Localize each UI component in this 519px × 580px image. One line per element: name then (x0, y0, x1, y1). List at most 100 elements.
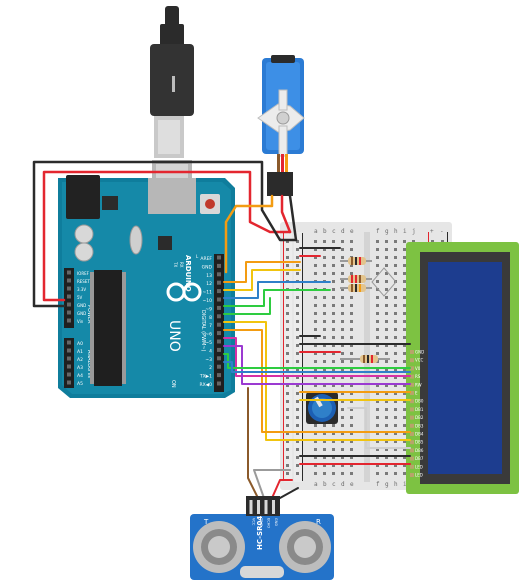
wire-pin5-magenta (223, 337, 411, 377)
sensor-pin (249, 500, 253, 514)
analog-pin-label: A0 (77, 341, 83, 347)
bb-column-label: d (341, 228, 345, 235)
power-jack (66, 175, 100, 219)
analog-pin-socket (67, 340, 71, 345)
digital-pin-label: ~11 (203, 290, 213, 296)
power-pin-socket (67, 302, 71, 307)
digital-pin-label: 13 (206, 273, 212, 279)
lcd-pin-label: LED (415, 473, 423, 478)
digital-header-label: DIGITAL (PWM~) (200, 310, 206, 352)
wire-pin10-blue (223, 281, 331, 299)
lcd-pin (410, 382, 414, 387)
arduino-logo (166, 282, 202, 302)
digital-pin-socket (217, 322, 221, 327)
lcd-pin-label: DB0 (415, 399, 424, 404)
digital-pin-label: ~9 (205, 306, 212, 312)
wire-pin4-purple (223, 345, 411, 385)
sensor-pin-label: GND (274, 518, 278, 526)
analog-pin-socket (67, 348, 71, 353)
digital-pin-socket (217, 297, 221, 302)
lcd-pin (410, 440, 414, 445)
resistor-2 (340, 275, 372, 283)
power-pin-label: GND (77, 311, 86, 316)
power-pin-label: Vin (77, 319, 84, 324)
power-pin-label: GND (77, 303, 86, 308)
digital-pin-label: 7 (209, 323, 212, 329)
wire-pin9-green (223, 289, 331, 307)
digital-pin-socket (217, 331, 221, 336)
lcd-pin (410, 448, 414, 453)
resistor-1 (340, 257, 372, 265)
power-pin-socket (67, 318, 71, 323)
digital-pin-socket (217, 381, 221, 386)
sensor-pin (272, 500, 275, 514)
bb-column-label: a (314, 481, 318, 488)
digital-pin-socket (217, 356, 221, 361)
lcd-pins: GNDVCCV0RSRWEDB0DB1DB2DB3DB4DB5DB6DB7LED… (410, 350, 424, 478)
digital-pin-label: 2 (209, 365, 212, 371)
bb-column-label: a (314, 228, 318, 235)
lcd-screen (428, 262, 502, 474)
lcd-pin (410, 358, 414, 363)
potentiometer[interactable] (306, 392, 338, 424)
sensor-pin-label: VCC (252, 518, 256, 526)
bb-column-label: b (323, 228, 327, 235)
bb-column-label: c (332, 481, 336, 488)
analog-pin-socket (67, 380, 71, 385)
power-pin-label: 3.3V (77, 287, 86, 292)
digital-pin-label: 4 (209, 348, 212, 354)
servo-motor (257, 55, 305, 196)
lcd-pin (410, 464, 414, 469)
arduino-uno-board: ARDUINO UNO DIGITAL (PWM~) POWER ANALOG … (58, 175, 235, 398)
wire-pin6-orange (223, 329, 301, 433)
digital-pin-label: ~5 (205, 340, 212, 346)
wire-pin11-yellow (223, 269, 301, 291)
lcd-pin (410, 391, 414, 395)
sensor-left-mark: T (203, 518, 209, 526)
sensor-pin (257, 500, 260, 514)
analog-pin-header (64, 338, 74, 388)
digital-pin-socket (217, 272, 221, 277)
digital-pin-label: RX◀0 (199, 382, 212, 388)
analog-header-label: ANALOG IN (86, 350, 92, 378)
wire-sensor-gray (253, 469, 291, 499)
wire-pin8-green (223, 297, 271, 315)
analog-pin-label: A5 (77, 381, 83, 387)
lcd-pin (410, 350, 414, 354)
sensor-pin-label: ECHO (267, 518, 271, 528)
lcd-pin-label: E (415, 391, 418, 396)
digital-pin-socket (217, 339, 221, 344)
power-pin-socket (67, 294, 71, 299)
rx-label: RX (179, 262, 184, 268)
analog-pin-socket (67, 364, 71, 369)
lcd-pin (410, 423, 414, 428)
lcd-pin (410, 374, 414, 379)
bb-column-label: c (332, 228, 336, 235)
wire-5v-red (42, 170, 292, 302)
bb-column-label: e (350, 481, 354, 488)
analog-pin-label: A3 (77, 365, 83, 371)
lcd-pin-label: VCC (415, 358, 424, 363)
bb-column-label: g (385, 481, 389, 488)
power-pin-socket (67, 310, 71, 315)
sensor-pin-label: TRIG (259, 517, 263, 527)
bb-column-label: e (350, 228, 354, 235)
wire-sensor-brown (247, 387, 259, 499)
lcd-pin-label: DB6 (415, 448, 424, 453)
analog-pin-socket (67, 356, 71, 361)
digital-pin-label: 8 (209, 315, 212, 321)
digital-pin-socket (217, 347, 221, 352)
bb-column-label: j (412, 228, 416, 235)
arduino-model: UNO (166, 320, 182, 352)
lcd-pin (410, 415, 414, 420)
tx-label: TX (173, 261, 178, 267)
led (371, 267, 397, 297)
power-pin-label: IOREF (77, 271, 90, 276)
bb-column-label: d (341, 481, 345, 488)
wire-lcd-gray (347, 407, 411, 449)
